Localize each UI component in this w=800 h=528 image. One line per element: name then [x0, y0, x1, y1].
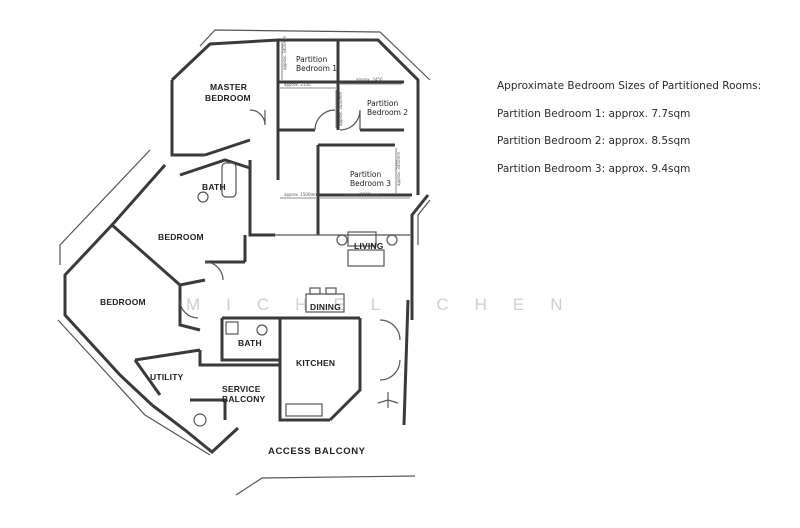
partition-bedroom-1-label: Partition: [296, 55, 328, 64]
partition-labels: Partition Bedroom 1 Partition Bedroom 2 …: [296, 55, 408, 188]
room-label-kitchen: KITCHEN: [296, 358, 335, 368]
room-label-bedroom-left: BEDROOM: [100, 297, 146, 307]
bedroom-size-line: Partition Bedroom 1: approx. 7.7sqm: [497, 107, 691, 120]
room-label-living: LIVING: [354, 241, 384, 251]
partition-bedroom-2-label: Partition: [367, 99, 399, 108]
watermark: MICHEL CHEN: [186, 295, 589, 314]
dim-label: approx. 3450mm: [396, 152, 401, 186]
bedroom-size-line: Partition Bedroom 3: approx. 9.4sqm: [497, 162, 691, 175]
partition-bedroom-2-label: Bedroom 2: [367, 108, 408, 117]
partition-bedroom-1-label: Bedroom 1: [296, 64, 337, 73]
dim-label: approx. 3400mm: [282, 36, 287, 70]
dim-label: approx. 3450mm: [338, 92, 343, 126]
dim-label: approx. 2450: [356, 77, 383, 82]
room-label-master-bedroom: MASTER: [210, 82, 247, 92]
room-label-utility: UTILITY: [150, 372, 184, 382]
room-label-bath-lower: BATH: [238, 338, 262, 348]
partition-bedroom-3-label: Partition: [350, 170, 382, 179]
bedroom-sizes-note: Approximate Bedroom Sizes of Partitioned…: [497, 80, 777, 190]
room-label-bedroom-top: BEDROOM: [158, 232, 204, 242]
dim-label: approx. 2150: [284, 82, 311, 87]
room-labels: MASTER BEDROOM BATH BEDROOM BEDROOM LIVI…: [100, 82, 384, 457]
dimension-lines: approx. 3400mm approx. 2150 approx. 2450…: [280, 36, 410, 199]
furniture: [305, 231, 399, 408]
room-label-master-bedroom: BEDROOM: [205, 93, 251, 103]
room-label-service-balcony: BALCONY: [222, 394, 266, 404]
room-label-access-balcony: ACCESS BALCONY: [268, 446, 366, 457]
exterior-walls: [57, 29, 431, 496]
room-label-bath-upper: BATH: [202, 182, 226, 192]
bedroom-sizes-heading: Approximate Bedroom Sizes of Partitioned…: [497, 80, 762, 92]
dim-label: approx. 2600mm: [344, 192, 378, 197]
interior-walls: [111, 40, 412, 427]
room-label-dining: DINING: [310, 302, 341, 312]
partition-bedroom-3-label: Bedroom 3: [350, 179, 391, 188]
dim-label: approx. 1500mm: [284, 192, 318, 197]
room-label-service-balcony: SERVICE: [222, 384, 261, 394]
bedroom-size-line: Partition Bedroom 2: approx. 8.5sqm: [497, 135, 691, 147]
